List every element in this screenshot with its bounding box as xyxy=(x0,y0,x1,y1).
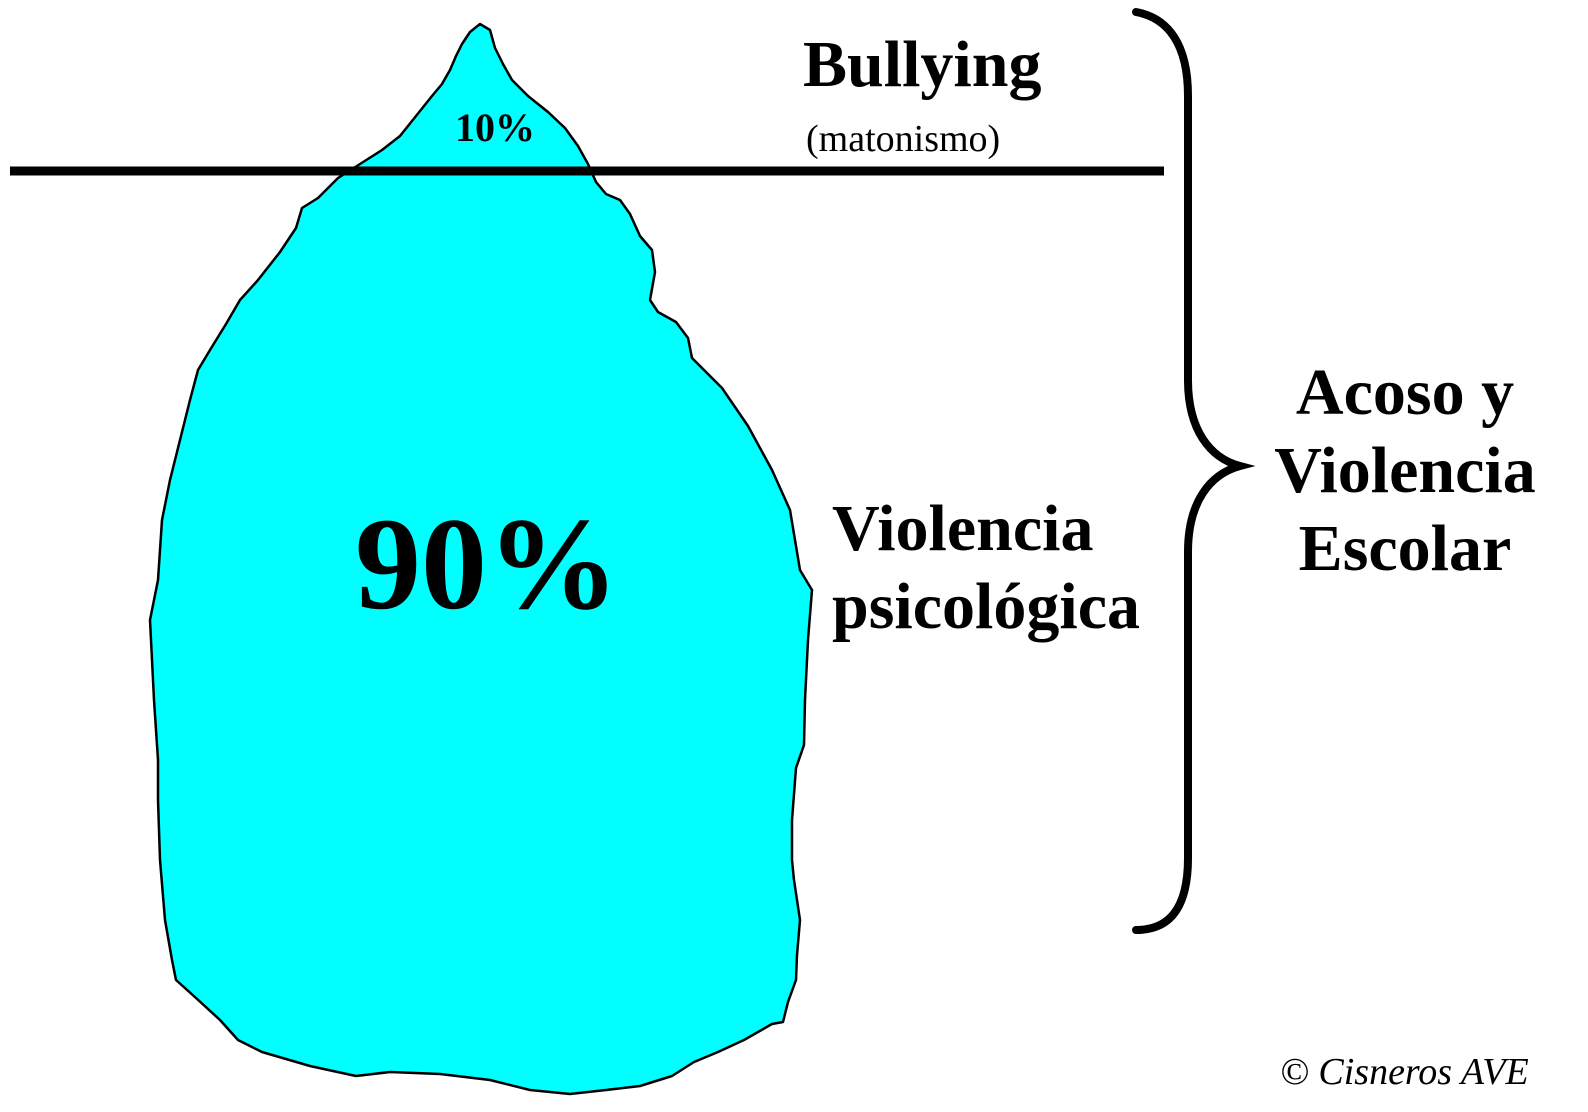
iceberg-shape xyxy=(148,22,814,1096)
total-violence-line-2: Violencia xyxy=(1274,434,1536,507)
bullying-title: Bullying xyxy=(803,28,1042,101)
bullying-subtitle: (matonismo) xyxy=(806,118,1001,160)
copyright-notice: © Cisneros AVE xyxy=(1280,1051,1529,1093)
hidden-violence-line-2: psicológica xyxy=(832,570,1140,643)
hidden-violence-label: Violencia psicológica xyxy=(832,490,1140,646)
body-percent-label: 90% xyxy=(355,490,619,637)
hidden-violence-line-1: Violencia xyxy=(832,492,1094,565)
total-violence-line-1: Acoso y xyxy=(1295,356,1515,429)
curly-brace xyxy=(1132,8,1256,934)
total-violence-label: Acoso y Violencia Escolar xyxy=(1240,354,1570,588)
tip-percent-label: 10% xyxy=(455,105,535,150)
total-violence-line-3: Escolar xyxy=(1298,512,1512,585)
